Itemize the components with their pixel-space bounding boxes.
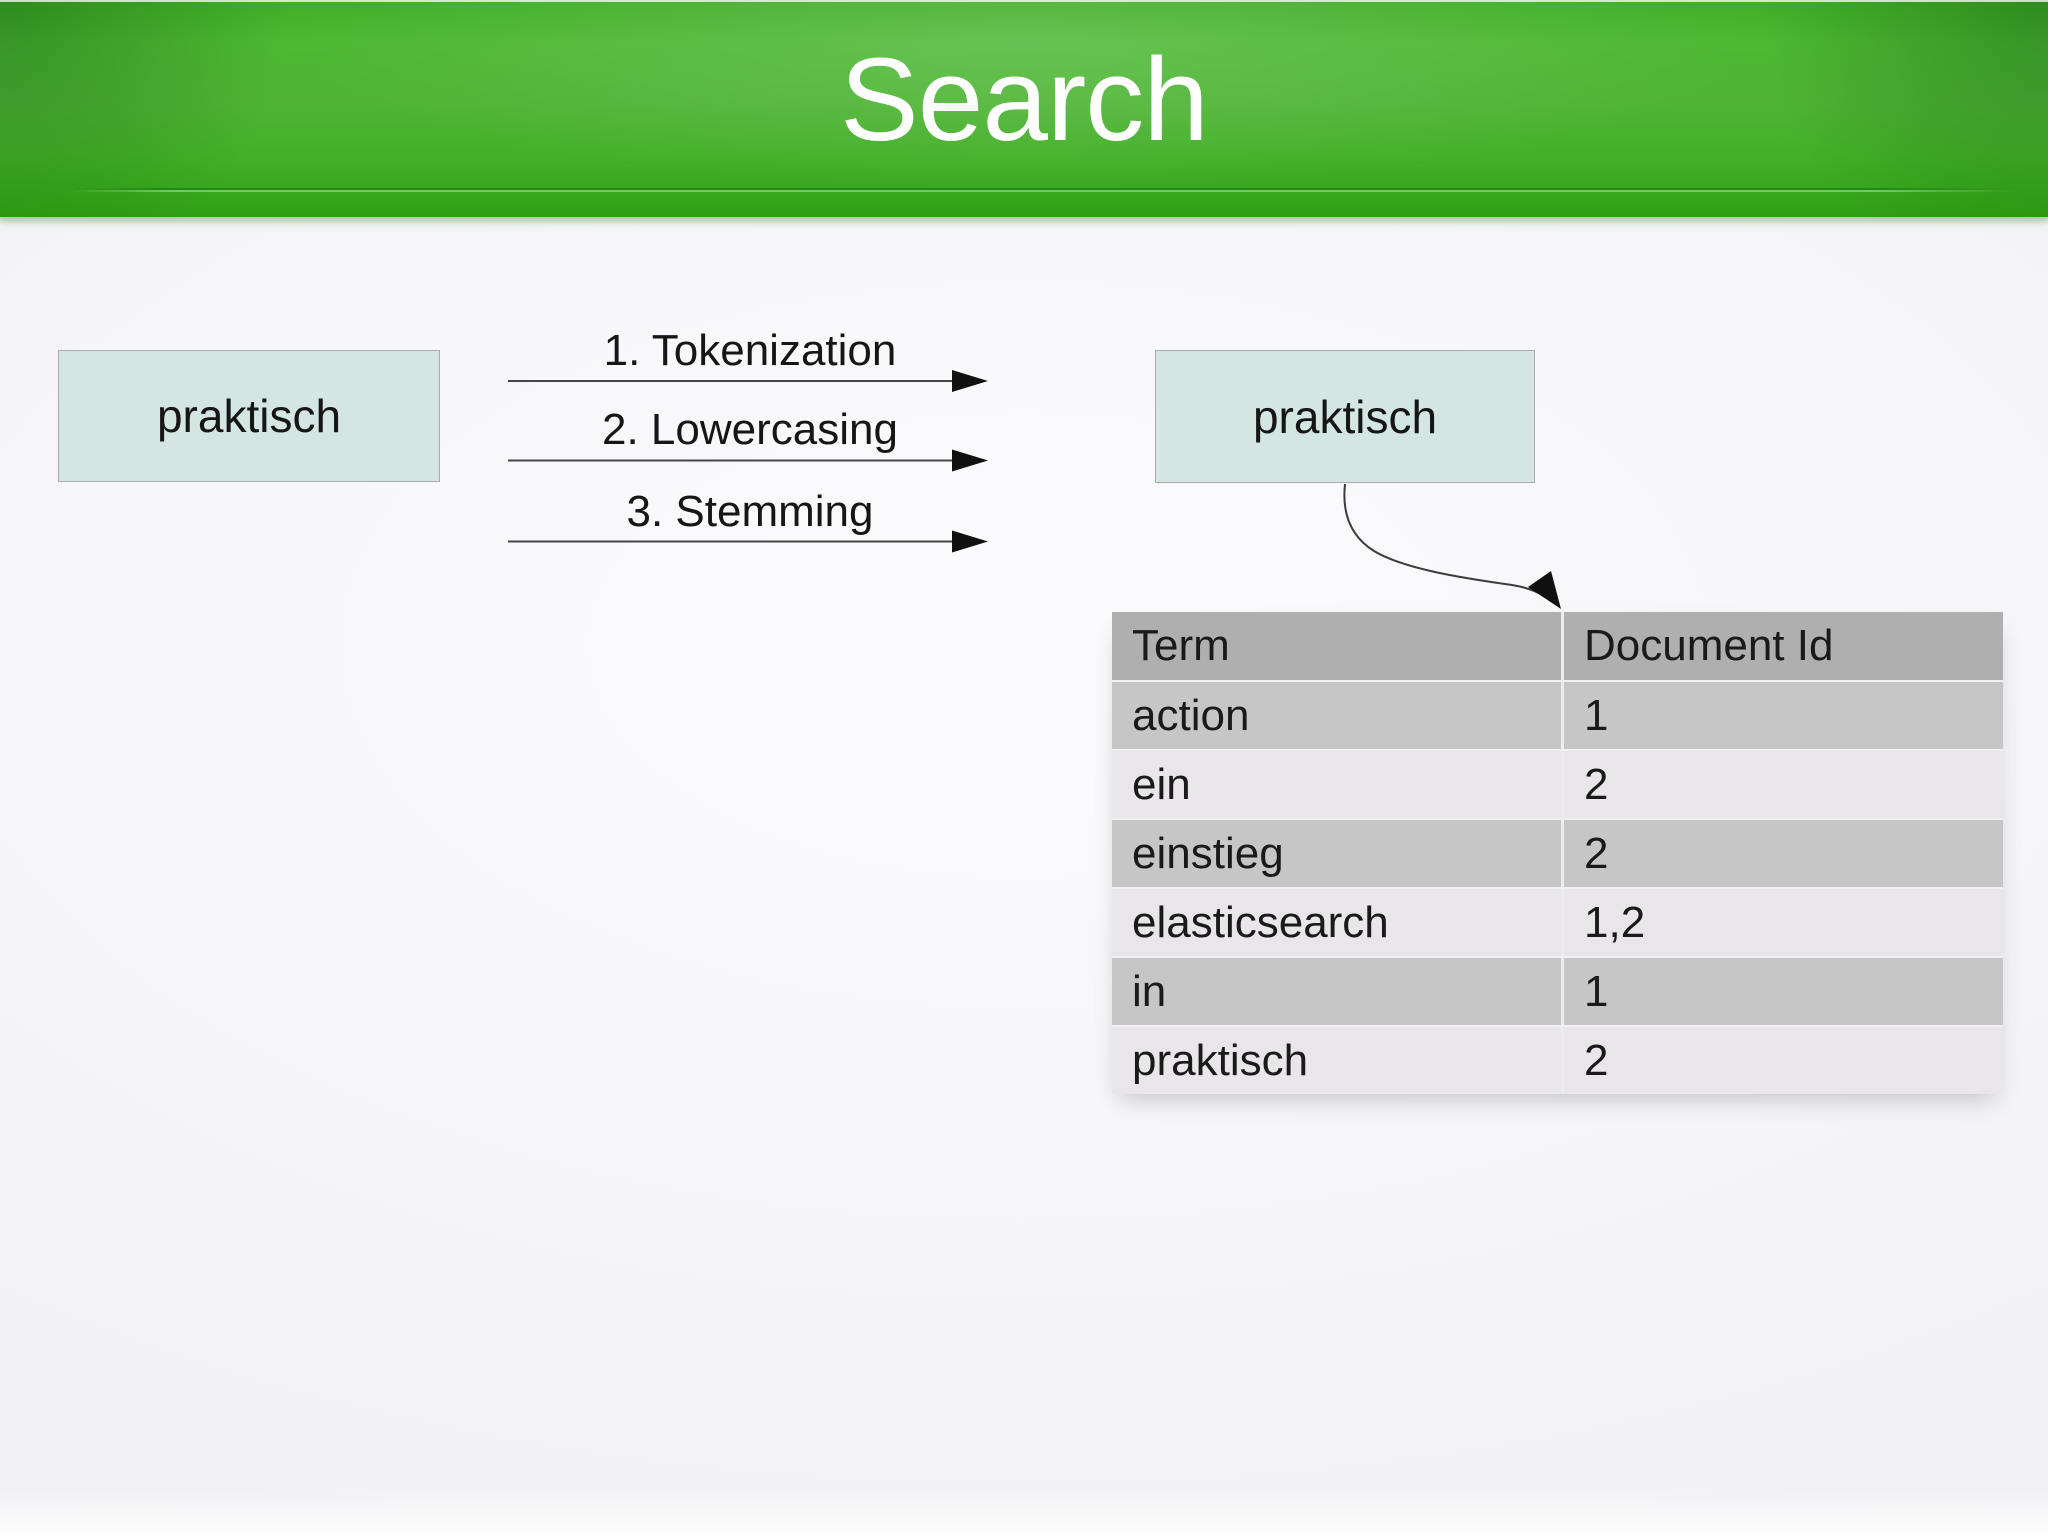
table-header-row: Term Document Id (1112, 612, 2003, 680)
term-cell: action (1132, 690, 1250, 740)
doc-id-cell: 1 (1561, 682, 2003, 749)
input-term-label: praktisch (156, 390, 342, 442)
table-row: praktisch 2 (1112, 1025, 2003, 1094)
page-title: Search (840, 34, 1209, 166)
inverted-index-table: Term Document Id action 1 ein 2 einstieg… (1112, 612, 2003, 1094)
term-cell: in (1132, 966, 1167, 1016)
curved-connector-arrow (1343, 483, 1561, 609)
pipeline-step-2-label: 2. Lowercasing (602, 405, 898, 454)
table-row: action 1 (1112, 680, 2003, 749)
table-header-term: Term (1132, 621, 1230, 670)
term-cell: elasticsearch (1132, 897, 1389, 947)
doc-id-cell: 2 (1561, 751, 2003, 818)
doc-id-cell: 1 (1561, 958, 2003, 1025)
term-cell: ein (1132, 759, 1191, 809)
pipeline-step-3-label: 3. Stemming (626, 487, 874, 536)
table-row: ein 2 (1112, 749, 2003, 818)
pipeline-step-1-label: 1. Tokenization (603, 326, 897, 375)
table-row: in 1 (1112, 956, 2003, 1025)
table-header-document-id: Document Id (1561, 612, 2003, 680)
term-cell: praktisch (1132, 1035, 1309, 1085)
table-row: einstieg 2 (1112, 818, 2003, 887)
doc-id-cell: 2 (1561, 820, 2003, 887)
doc-id-cell: 2 (1561, 1027, 2003, 1094)
title-banner (0, 0, 2048, 225)
doc-id-cell: 1,2 (1561, 889, 2003, 956)
table-row: elasticsearch 1,2 (1112, 887, 2003, 956)
term-cell: einstieg (1132, 828, 1284, 878)
arrowhead-down-icon (1528, 571, 1561, 609)
banner-divider-line (70, 188, 2015, 192)
input-term-box: praktisch (58, 350, 440, 482)
output-term-label: praktisch (1252, 390, 1438, 443)
output-term-box: praktisch (1155, 350, 1535, 483)
